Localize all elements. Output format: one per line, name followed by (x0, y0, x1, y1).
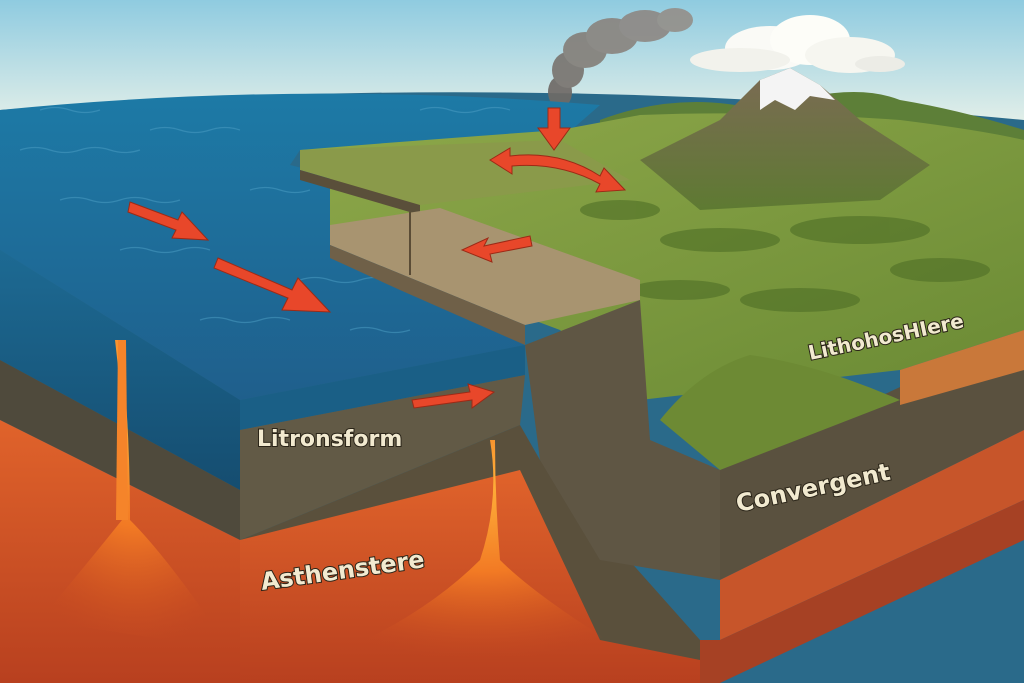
deep-mantle-band (700, 500, 1024, 683)
arrow-icon (489, 147, 627, 193)
arrow-icon (460, 235, 533, 263)
arrow-icon (537, 107, 571, 151)
arrow-icon (411, 383, 496, 409)
arrow-icon (213, 257, 332, 313)
fractured-plate-edge (330, 245, 525, 345)
ocean-side-water (240, 345, 525, 430)
continental-crust-front (525, 300, 720, 580)
magma-plume-center (320, 440, 640, 660)
smoke-icon (548, 8, 693, 108)
continental-lithosphere-side (720, 330, 1024, 580)
fractured-plate (330, 208, 640, 325)
volcano-icon (640, 68, 930, 210)
wave-texture (19, 106, 511, 334)
snow-cap (760, 68, 835, 110)
ocean-surface (0, 93, 600, 401)
oceanic-block-label: Litronsform (257, 427, 402, 452)
vegetation-texture (580, 200, 990, 312)
oceanic-crust-side (240, 375, 525, 540)
arrow-icon (127, 201, 210, 241)
continental-mantle-band (720, 430, 1024, 640)
upper-mantle-band (900, 330, 1024, 405)
cloud-icon (690, 15, 905, 73)
coastal-cliff (300, 170, 420, 215)
magma-conduit-left (116, 340, 128, 520)
arrows (127, 107, 627, 409)
foreground-hill (660, 355, 900, 470)
magma-plume-left (40, 340, 230, 650)
